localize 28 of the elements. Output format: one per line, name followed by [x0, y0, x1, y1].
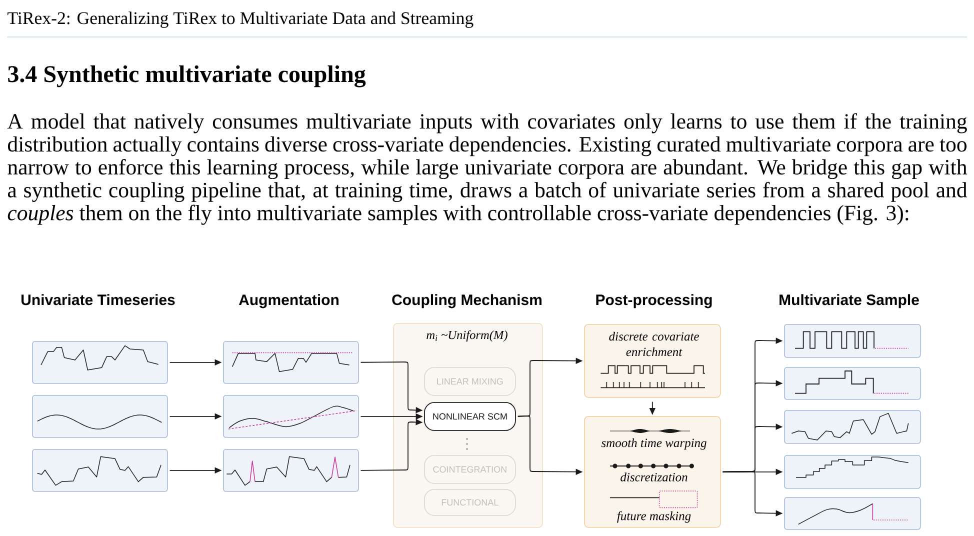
column-heading: Multivariate Sample	[780, 294, 919, 308]
section-title: 3.4 Synthetic multivariate coupling	[8, 65, 366, 88]
method-pill: FUNCTIONAL	[424, 489, 516, 516]
method-pill: NONLINEAR SCM	[424, 402, 516, 431]
series-box	[223, 395, 359, 438]
series-box	[223, 449, 359, 492]
column-heading: Coupling Mechanism	[392, 294, 542, 308]
series-box	[32, 449, 168, 492]
series-box	[784, 497, 921, 530]
step-label: discrete covariate enrichment	[609, 332, 699, 356]
column-heading: Post-processing	[596, 294, 712, 308]
series-box	[32, 395, 168, 438]
series-box	[784, 410, 921, 444]
column-heading: Univariate Timeseries	[22, 294, 175, 306]
series-box	[32, 341, 168, 384]
series-box	[784, 324, 921, 358]
column-heading: Augmentation	[238, 294, 338, 308]
step-label: future masking	[617, 511, 691, 523]
body-paragraph: A model that natively consumes multivariate inputs with covariates only learns to use them if the training distribution actually contains diverse cross-variate dependencies. Existing curated multivariate corpora are too narrow to enforce this learning process, while large univariate corpora are abundant. We bridge this gap with a synthetic coupling pipeline that, at training time, draws a batch of univariate series from a shared pool and couples them on the fly into multivariate samples with controllable cross-variate dependencies (Fig. 3):	[7, 113, 968, 225]
step-label: discretization	[620, 472, 688, 482]
running-header: TiRex-2: Generalizing TiRex to Multivariate Data and Streaming	[8, 12, 474, 28]
sampling-formula: m$_{i}$ ~Uniform(M)	[426, 330, 508, 342]
method-pill: COINTEGRATION	[424, 455, 516, 484]
series-box	[784, 455, 921, 489]
method-pill: LINEAR MIXING	[424, 367, 516, 396]
series-box	[223, 341, 359, 384]
series-box	[784, 367, 921, 400]
step-label: smooth time warping	[601, 438, 706, 450]
